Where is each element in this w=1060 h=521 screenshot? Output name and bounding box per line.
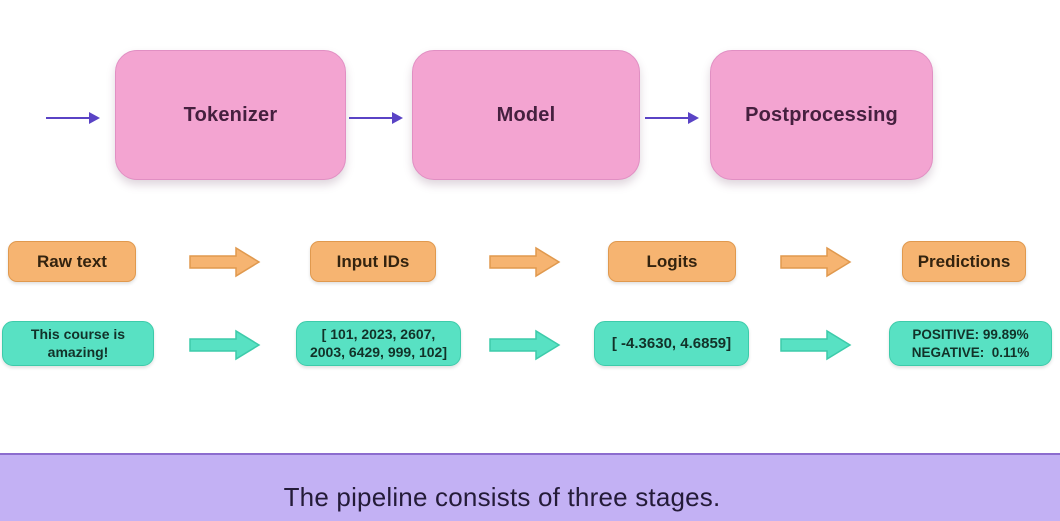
stage-label-postprocessing: Postprocessing <box>745 103 898 126</box>
block-arrow-right-icon <box>189 246 261 278</box>
caption-text: The pipeline consists of three stages. <box>283 482 721 512</box>
stage-label-tokenizer: Tokenizer <box>183 103 278 126</box>
data-label-predictions: Predictions <box>902 241 1026 282</box>
value-line: This course is <box>30 325 126 342</box>
stage-box-postprocessing: Postprocessing <box>710 50 933 180</box>
data-label-text: Predictions <box>917 251 1011 271</box>
data-label-text: Input IDs <box>336 251 410 271</box>
block-arrow-right-icon <box>780 246 852 278</box>
value-line: amazing! <box>47 343 109 360</box>
data-label-raw-text: Raw text <box>8 241 136 282</box>
block-arrow-right-icon <box>489 246 561 278</box>
data-label-text: Raw text <box>37 251 107 271</box>
value-box-raw-text: This course is amazing! <box>2 321 154 366</box>
data-label-logits: Logits <box>608 241 736 282</box>
value-line: [ 101, 2023, 2607, <box>321 325 436 342</box>
value-box-logits: [ -4.3630, 4.6859] <box>594 321 749 366</box>
block-arrow-right-icon <box>189 329 261 361</box>
stage-box-model: Model <box>412 50 640 180</box>
block-arrow-right-icon <box>489 329 561 361</box>
data-label-input-ids: Input IDs <box>310 241 436 282</box>
stage-label-model: Model <box>496 103 556 126</box>
value-box-input-ids: [ 101, 2023, 2607, 2003, 6429, 999, 102] <box>296 321 461 366</box>
value-line: NEGATIVE: 0.11% <box>911 344 1030 360</box>
value-line: [ -4.3630, 4.6859] <box>611 334 732 352</box>
stage-box-tokenizer: Tokenizer <box>115 50 346 180</box>
caption-banner: The pipeline consists of three stages. <box>0 453 1060 521</box>
data-label-text: Logits <box>646 251 698 271</box>
value-line: 2003, 6429, 999, 102] <box>309 343 447 360</box>
value-box-predictions: POSITIVE: 99.89% NEGATIVE: 0.11% <box>889 321 1052 366</box>
arrow-right-icon <box>645 112 699 124</box>
value-line: POSITIVE: 99.89% <box>912 327 1029 343</box>
block-arrow-right-icon <box>780 329 852 361</box>
arrow-right-icon <box>349 112 403 124</box>
arrow-right-icon <box>46 112 100 124</box>
